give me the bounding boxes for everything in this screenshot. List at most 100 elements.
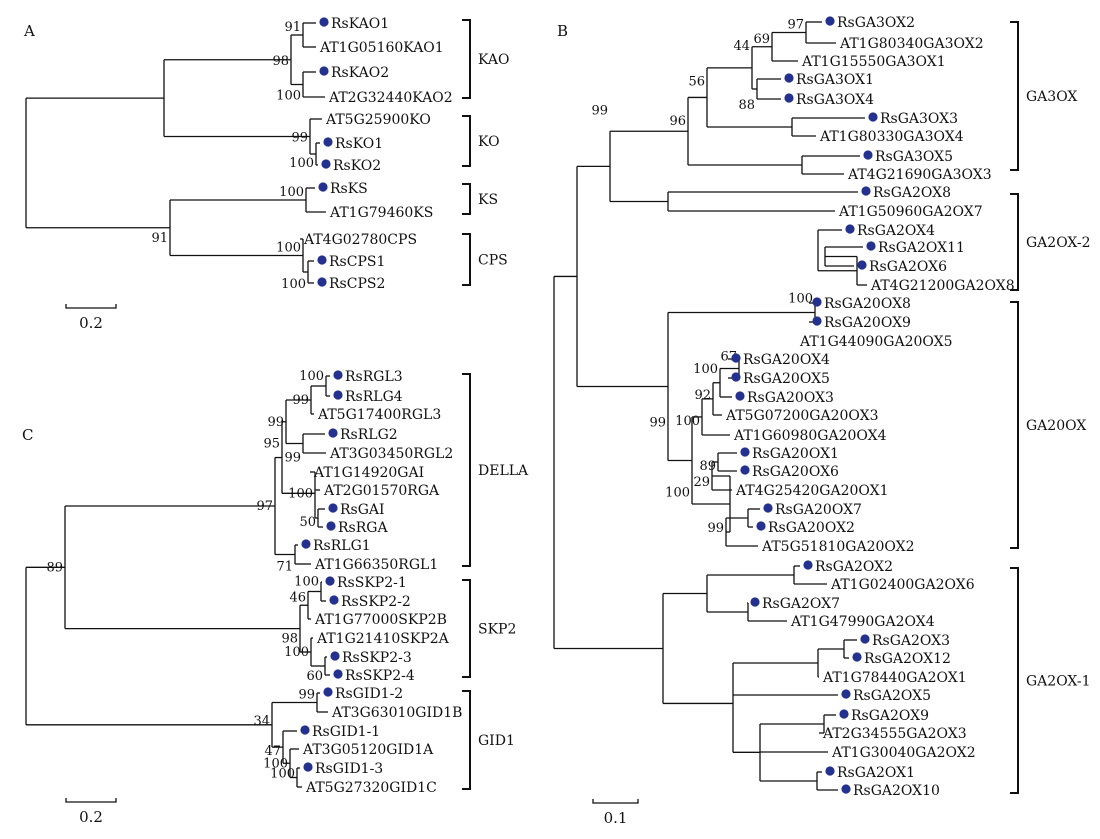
taxon-rscps1: RsCPS1: [329, 254, 385, 270]
clade-bracket: [462, 373, 471, 567]
taxon-rsga2ox10: RsGA2OX10: [853, 783, 940, 799]
bootstrap-value: 100: [693, 362, 718, 377]
radish-gene-marker: [317, 277, 327, 287]
taxon-rsrgl3: RsRGL3: [345, 369, 403, 385]
taxon-rsga20ox5: RsGA20OX5: [743, 371, 830, 387]
bootstrap-value: 95: [263, 437, 280, 452]
radish-gene-marker: [333, 669, 343, 679]
taxon-rsga20ox9: RsGA20OX9: [824, 315, 911, 331]
bootstrap-value: 97: [787, 18, 804, 33]
clade-bracket: [1010, 193, 1019, 291]
radish-gene-marker: [329, 595, 339, 605]
taxon-at5g51810ga20ox2: AT5G51810GA20OX2: [761, 539, 915, 555]
taxon-rsga20ox1: RsGA20OX1: [752, 446, 839, 462]
scale-bar-label: 0.2: [79, 808, 103, 826]
radish-gene-marker: [839, 709, 849, 719]
taxon-at1g15550ga3ox1: AT1G15550GA3OX1: [801, 54, 946, 70]
taxon-rsko2: RsKO2: [333, 158, 381, 174]
taxon-at5g17400rgl3: AT5G17400RGL3: [317, 407, 441, 423]
taxon-rsskp2-1: RsSKP2-1: [337, 575, 407, 591]
radish-gene-marker: [868, 112, 878, 122]
radish-gene-marker: [321, 159, 331, 169]
bootstrap-value: 50: [299, 515, 316, 530]
taxon-rsga2ox11: RsGA2OX11: [878, 240, 965, 256]
bootstrap-value: 88: [738, 98, 755, 113]
bootstrap-value: 98: [272, 54, 289, 69]
bootstrap-value: 34: [253, 714, 270, 729]
panel-letter: B: [557, 22, 568, 40]
radish-gene-marker: [333, 390, 343, 400]
bootstrap-value: 100: [263, 756, 288, 771]
radish-gene-marker: [731, 372, 741, 382]
taxon-at1g78440ga2ox1: AT1G78440GA2OX1: [822, 670, 967, 686]
taxon-at1g14920gai: AT1G14920GAI: [313, 465, 424, 481]
radish-gene-marker: [845, 224, 855, 234]
radish-gene-marker: [863, 150, 873, 160]
radish-gene-marker: [825, 766, 835, 776]
radish-gene-marker: [857, 260, 867, 270]
bootstrap-value: 99: [298, 688, 315, 703]
bootstrap-value: 100: [276, 241, 301, 256]
radish-gene-marker: [731, 353, 741, 363]
taxon-at2g32440kao2: AT2G32440KAO2: [328, 90, 453, 106]
taxon-at4g02780cps: AT4G02780CPS: [303, 232, 417, 248]
bootstrap-value: 56: [688, 74, 705, 89]
radish-gene-marker: [740, 447, 750, 457]
taxon-at2g01570rga: AT2G01570RGA: [323, 483, 440, 499]
taxon-at4g21200ga2ox8: AT4G21200GA2OX8: [870, 278, 1015, 294]
clade-label-skp2: SKP2: [478, 622, 516, 638]
taxon-rsgid1-3: RsGID1-3: [315, 761, 383, 777]
taxon-at4g21690ga3ox3: AT4G21690GA3OX3: [847, 167, 992, 183]
taxon-rsko1: RsKO1: [335, 136, 383, 152]
clade-label-cps: CPS: [478, 253, 508, 269]
taxon-at1g66350rgl1: AT1G66350RGL1: [314, 557, 438, 573]
clade-bracket: [1010, 21, 1019, 171]
taxon-at1g21410skp2a: AT1G21410SKP2A: [316, 631, 450, 647]
clade-bracket: [1010, 301, 1019, 549]
radish-gene-marker: [825, 16, 835, 26]
taxon-rsrlg1: RsRLG1: [313, 538, 371, 554]
radish-gene-marker: [333, 370, 343, 380]
taxon-rsrga: RsRGA: [338, 520, 388, 536]
taxon-at2g34555ga2ox3: AT2G34555GA2OX3: [822, 726, 967, 742]
radish-gene-marker: [325, 576, 335, 586]
taxon-rsskp2-3: RsSKP2-3: [342, 650, 412, 666]
radish-gene-marker: [860, 634, 870, 644]
clade-label-ks: KS: [478, 192, 498, 208]
taxon-at5g25900ko: AT5G25900KO: [325, 112, 431, 128]
bootstrap-value: 98: [281, 632, 298, 647]
bootstrap-value: 100: [665, 485, 690, 500]
taxon-rsga2ox4: RsGA2OX4: [857, 223, 935, 239]
clade-bracket: [1010, 567, 1019, 794]
clade-label-kao: KAO: [478, 52, 509, 68]
taxon-rsga20ox2: RsGA20OX2: [768, 520, 855, 536]
scale-bar-label: 0.1: [604, 809, 628, 827]
radish-gene-marker: [756, 521, 766, 531]
taxon-rsga20ox7: RsGA20OX7: [775, 502, 862, 518]
taxon-rsks: RsKS: [330, 181, 368, 197]
bootstrap-value: 46: [289, 590, 306, 605]
radish-gene-marker: [763, 503, 773, 513]
radish-gene-marker: [319, 17, 329, 27]
taxon-at5g07200ga20ox3: AT5G07200GA20OX3: [725, 408, 879, 424]
clade-label-ko: KO: [478, 134, 500, 150]
bootstrap-value: 100: [289, 156, 314, 171]
bootstrap-value: 96: [669, 114, 686, 129]
bootstrap-value: 100: [281, 277, 306, 292]
bootstrap-value: 44: [733, 39, 750, 54]
bootstrap-value: 60: [306, 669, 323, 684]
taxon-at1g02400ga2ox6: AT1G02400GA2OX6: [830, 577, 975, 593]
taxon-rsga20ox8: RsGA20OX8: [824, 296, 911, 312]
taxon-rsga3ox3: RsGA3OX3: [880, 111, 958, 127]
taxon-rsga2ox7: RsGA2OX7: [762, 596, 840, 612]
taxon-at1g77000skp2b: AT1G77000SKP2B: [314, 612, 447, 628]
bootstrap-value: 91: [151, 231, 168, 246]
radish-gene-marker: [300, 725, 310, 735]
radish-gene-marker: [784, 73, 794, 83]
taxon-at1g80330ga3ox4: AT1G80330GA3OX4: [819, 129, 964, 145]
radish-gene-marker: [303, 762, 313, 772]
taxon-rskao1: RsKAO1: [331, 16, 389, 32]
bootstrap-value: 47: [264, 744, 281, 759]
taxon-rsga20ox4: RsGA20OX4: [743, 352, 830, 368]
radish-gene-marker: [319, 66, 329, 76]
